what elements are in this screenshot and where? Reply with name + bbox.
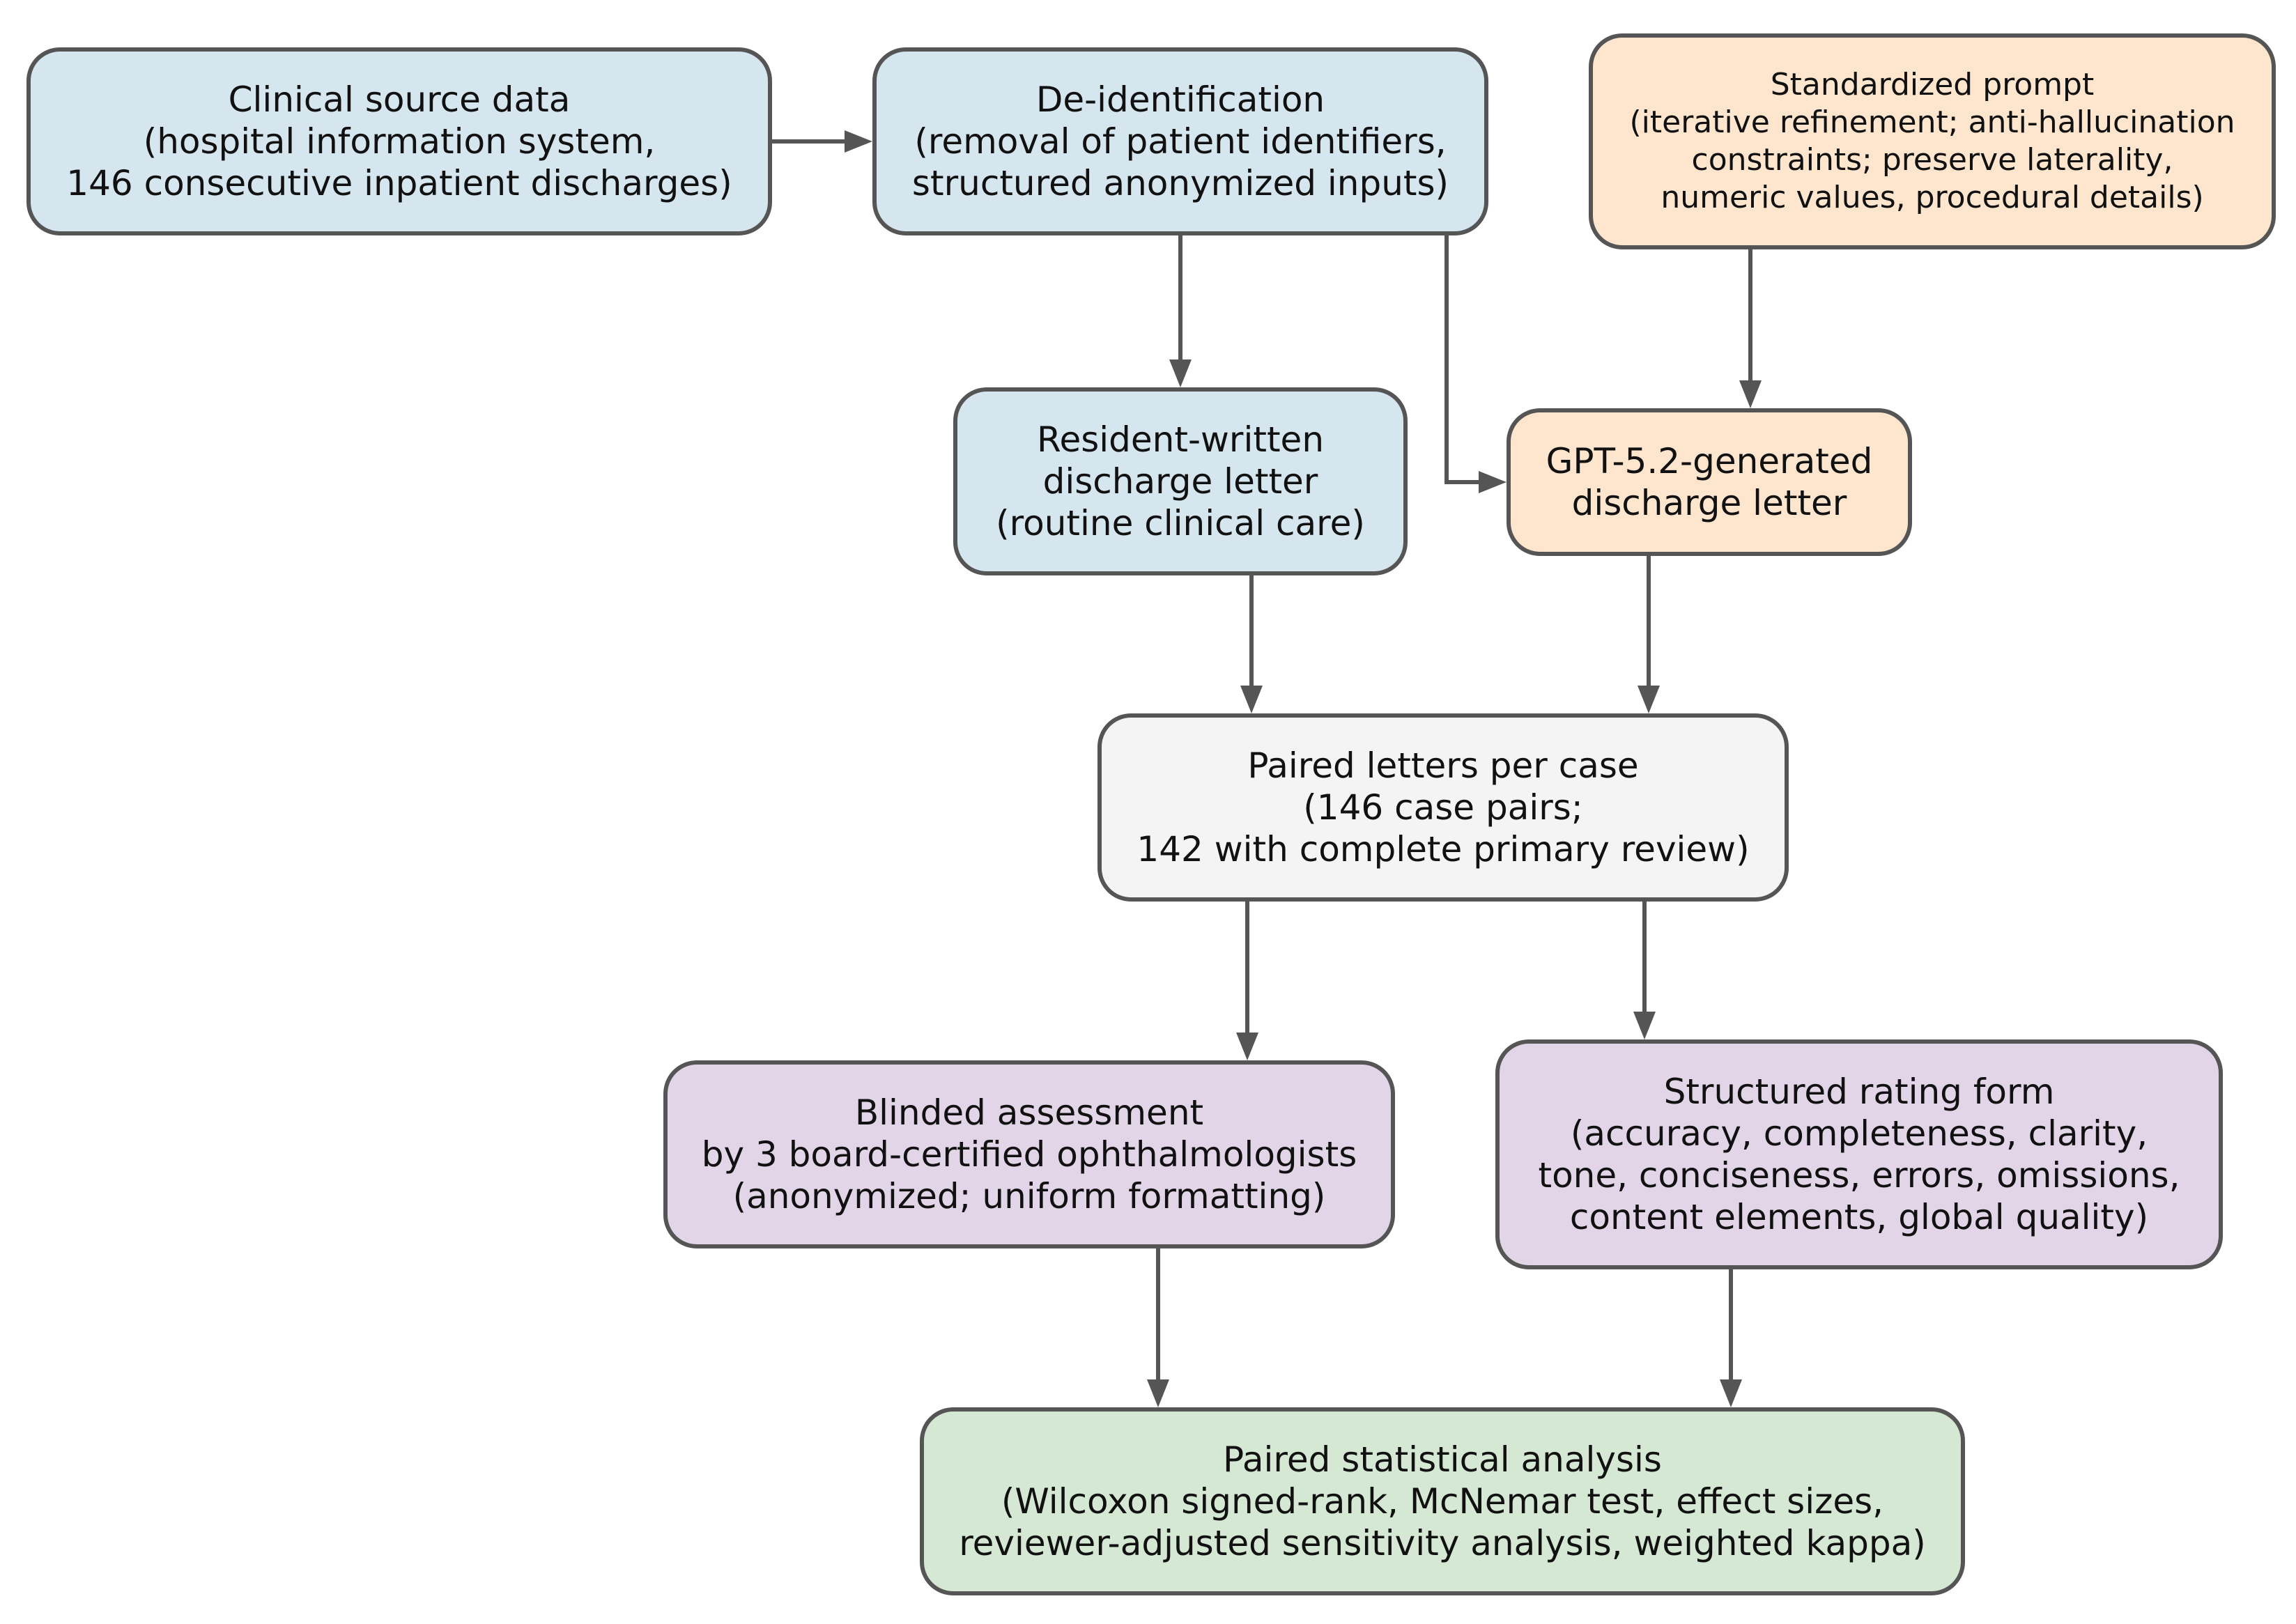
- node-label-line: (146 case pairs;: [1303, 787, 1583, 828]
- node-de-identification: De-identification(removal of patient ide…: [872, 47, 1488, 235]
- node-label-line: Structured rating form: [1663, 1072, 2055, 1112]
- node-clinical-source-data: Clinical source data(hospital informatio…: [26, 47, 772, 235]
- arrow-resident-to-paired: [1240, 575, 1263, 713]
- arrow-deid-to-resident: [1169, 235, 1192, 387]
- arrowhead-icon: [1236, 1033, 1258, 1060]
- node-label-line: Resident-written: [1036, 419, 1325, 460]
- arrowhead-icon: [1240, 686, 1263, 713]
- node-label-line: 146 consecutive inpatient discharges): [66, 163, 732, 203]
- node-label-line: (removal of patient identifiers,: [914, 121, 1447, 162]
- arrow-prompt-to-gpt: [1739, 249, 1762, 408]
- node-text: Structured rating form(accuracy, complet…: [1538, 1071, 2180, 1238]
- arrow-paired-to-blinded: [1236, 902, 1258, 1060]
- node-label-line: (Wilcoxon signed-rank, McNemar test, eff…: [1001, 1481, 1884, 1522]
- node-label-line: Standardized prompt: [1770, 67, 2095, 102]
- node-label-line: (anonymized; uniform formatting): [732, 1176, 1326, 1216]
- node-label-line: Clinical source data: [228, 79, 571, 120]
- node-label-line: numeric values, procedural details): [1661, 180, 2204, 215]
- arrowhead-icon: [1633, 1012, 1656, 1039]
- arrowhead-icon: [1638, 686, 1660, 713]
- arrow-paired-to-rating: [1633, 902, 1656, 1039]
- node-label-line: Paired statistical analysis: [1223, 1439, 1662, 1480]
- arrowhead-icon: [1147, 1379, 1169, 1407]
- arrow-source-to-deid: [772, 130, 872, 153]
- node-label-line: structured anonymized inputs): [911, 163, 1449, 203]
- node-label-line: discharge letter: [1042, 461, 1318, 502]
- node-label-line: (routine clinical care): [996, 503, 1365, 543]
- node-text: Clinical source data(hospital informatio…: [66, 79, 732, 204]
- arrowhead-icon: [1169, 359, 1192, 387]
- node-label-line: constraints; preserve laterality,: [1691, 142, 2173, 178]
- node-text: De-identification(removal of patient ide…: [912, 79, 1449, 204]
- node-label-line: discharge letter: [1571, 483, 1847, 523]
- node-paired-statistical-analysis: Paired statistical analysis(Wilcoxon sig…: [920, 1407, 1965, 1595]
- node-label-line: (hospital information system,: [143, 121, 656, 162]
- arrowhead-icon: [845, 130, 872, 153]
- arrow-deid-to-gpt: [1444, 235, 1507, 493]
- node-label-line: content elements, global quality): [1569, 1197, 2149, 1237]
- node-label-line: reviewer-adjusted sensitivity analysis, …: [959, 1523, 1926, 1563]
- node-label-line: tone, conciseness, errors, omissions,: [1538, 1155, 2180, 1196]
- node-label-line: 142 with complete primary review): [1137, 829, 1750, 869]
- arrow-line: [1444, 235, 1479, 484]
- node-text: Paired letters per case(146 case pairs;1…: [1137, 745, 1749, 870]
- node-label-line: Blinded assessment: [854, 1092, 1204, 1133]
- node-paired-letters: Paired letters per case(146 case pairs;1…: [1097, 713, 1789, 902]
- node-label-line: (accuracy, completeness, clarity,: [1570, 1113, 2148, 1154]
- node-label-line: Paired letters per case: [1247, 745, 1639, 786]
- node-structured-rating-form: Structured rating form(accuracy, complet…: [1495, 1039, 2223, 1269]
- arrow-rating-to-stats: [1720, 1269, 1742, 1407]
- node-label-line: GPT-5.2-generated: [1546, 441, 1873, 481]
- node-text: Standardized prompt(iterative refinement…: [1629, 66, 2235, 217]
- arrowhead-icon: [1739, 380, 1762, 408]
- node-text: Paired statistical analysis(Wilcoxon sig…: [959, 1439, 1926, 1564]
- node-standardized-prompt: Standardized prompt(iterative refinement…: [1589, 33, 2276, 249]
- arrowhead-icon: [1720, 1379, 1742, 1407]
- node-label-line: by 3 board-certified ophthalmologists: [701, 1134, 1357, 1175]
- node-label-line: De-identification: [1035, 79, 1325, 120]
- arrowhead-icon: [1479, 471, 1507, 493]
- arrow-blinded-to-stats: [1147, 1248, 1169, 1407]
- node-label-line: (iterative refinement; anti-hallucinatio…: [1629, 105, 2235, 140]
- arrow-gpt-to-paired: [1638, 556, 1660, 713]
